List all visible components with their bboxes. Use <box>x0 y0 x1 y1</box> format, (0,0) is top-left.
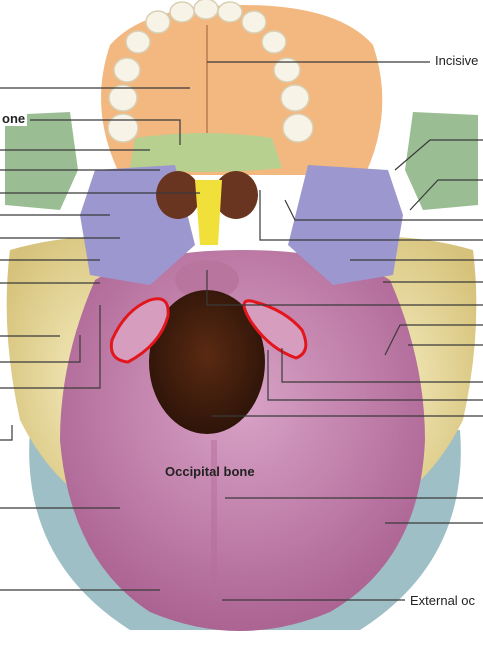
occipital-condyle-right-highlight <box>242 299 308 360</box>
choana-left <box>156 171 200 219</box>
label-occipital-bone: Occipital bone <box>165 464 255 479</box>
palatine-bone <box>130 133 282 172</box>
zygomatic-bone-right <box>405 112 478 210</box>
leader-lines <box>0 61 483 601</box>
choana-right <box>214 171 258 219</box>
upper-teeth <box>107 0 314 143</box>
label-incisive: Incisive <box>433 53 481 68</box>
occipital-condyle-left-highlight <box>109 297 170 364</box>
sphenoid-bone-right <box>288 165 403 285</box>
foramen-magnum <box>149 290 265 434</box>
vomer <box>195 180 222 245</box>
label-bone-partial: one <box>0 111 28 126</box>
label-external-partial: External oc <box>408 593 478 608</box>
zygomatic-bone-left <box>5 112 78 210</box>
